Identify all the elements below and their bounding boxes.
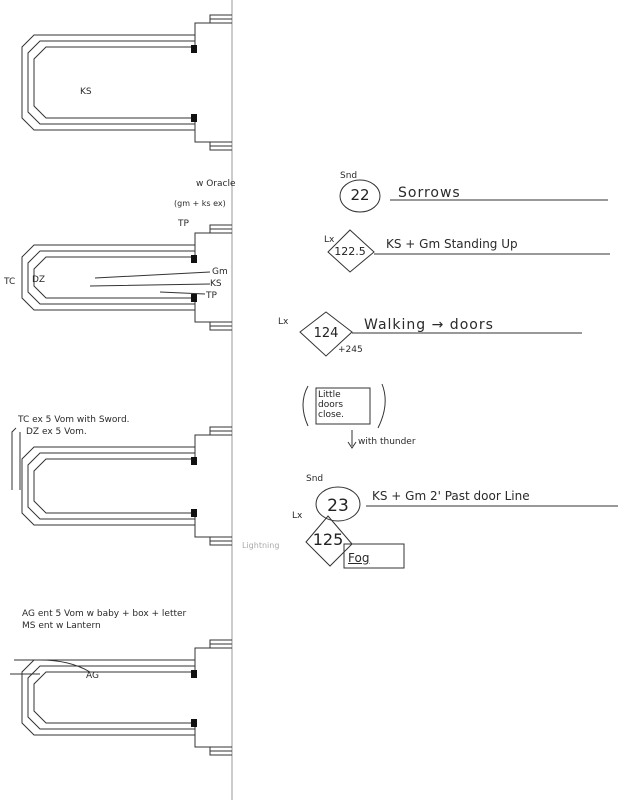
stage-3-outline-1 (21, 446, 195, 526)
diagram2-cue-note: w Oracle (196, 179, 236, 189)
diagram4-note-1: AG ent 5 Vom w baby + box + letter (22, 609, 187, 619)
little-doors-note: Little doors close. (318, 390, 370, 420)
stage-1-top-marker (191, 45, 197, 53)
cue-122-5-description: KS + Gm Standing Up (386, 237, 518, 251)
stage-2-top-steps (194, 224, 232, 255)
stage-1-outline-3 (33, 46, 195, 119)
diagram3-note-1: TC ex 5 Vom with Sword. (18, 415, 130, 425)
cue-22-circle (339, 179, 381, 213)
diagram2-movement-arrows (89, 271, 211, 295)
stage-3-bottom-steps (194, 517, 232, 546)
diagram2-tp-label: TP (206, 291, 217, 301)
stage-4-bottom-marker (191, 719, 197, 727)
diagram2-ks-label: KS (210, 279, 222, 289)
stage-4-bottom-steps (194, 727, 232, 756)
cue-125-box (343, 543, 405, 569)
stage-2-bottom-steps (194, 302, 232, 331)
diagram1-ks-label: KS (80, 87, 92, 97)
cue-23-dept: Snd (306, 474, 324, 484)
stage-4-top-steps (194, 639, 232, 670)
diagram2-tp-top: TP (178, 219, 189, 229)
cue-22-number: 22 (350, 186, 370, 204)
stage-4-outline-1 (21, 659, 195, 736)
stage-4-outline-2 (27, 665, 195, 730)
stage-2-outline-1 (21, 244, 195, 311)
stage-1-top-steps (194, 14, 232, 45)
stage-2-top-marker (191, 255, 197, 263)
cue-122-5-number: 122.5 (334, 245, 366, 258)
cue-23-description: KS + Gm 2' Past door Line (372, 489, 530, 503)
stage-1-outline-2 (27, 40, 195, 125)
little-doors-line1: Little (318, 390, 341, 400)
diagram4-path-arrow (10, 659, 91, 675)
cue-124-sub: +245 (338, 345, 363, 355)
cue-23-circle (315, 486, 361, 522)
stage-2-outline-2 (27, 250, 195, 305)
cue-125-diamond (305, 515, 353, 567)
cue-124-diamond (299, 311, 353, 357)
stage-1-outline-1 (21, 34, 195, 131)
cue-22-description: Sorrows (398, 185, 461, 201)
stage-3-outline-2 (27, 452, 195, 520)
cue-124-dept: Lx (278, 317, 289, 327)
cue-124-description: Walking → doors (364, 317, 494, 333)
diagram2-tc-label: TC (4, 277, 16, 287)
little-doors-brackets (302, 383, 386, 429)
stage-4-top-marker (191, 670, 197, 678)
stage-2-outline-3 (33, 256, 195, 299)
diagram4-note-2: MS ent w Lantern (22, 621, 101, 631)
cue-125-description: Fog (348, 551, 370, 565)
stage-3-top-steps (194, 426, 232, 457)
stage-1-bottom-steps (194, 122, 232, 151)
stage-3-bottom-marker (191, 509, 197, 517)
diagram3-note-2: DZ ex 5 Vom. (26, 427, 87, 437)
diagram3-entrance-arrows (11, 427, 21, 490)
diagram4-ag-label: AG (86, 671, 99, 681)
cue-125-dept: Lx (292, 511, 303, 521)
cue-125-number: 125 (312, 530, 344, 549)
diagram2-dz-label: DZ (32, 275, 46, 285)
diagram2-gm-label: Gm (212, 267, 228, 277)
thunder-note: with thunder (358, 437, 416, 447)
little-doors-box (315, 387, 371, 425)
cue-122-5-dept: Lx (324, 235, 335, 245)
cue-124-number: 124 (313, 326, 339, 341)
stage-3-top-marker (191, 457, 197, 465)
thunder-arrow (347, 430, 357, 449)
little-doors-line3: close. (318, 410, 345, 420)
diagram2-group-note: (gm + ks ex) (174, 199, 226, 208)
stage-3-outline-3 (33, 458, 195, 514)
cue-122-5-diamond (327, 229, 375, 273)
stage-4-outline-3 (33, 671, 195, 724)
cue-23-number: 23 (327, 496, 349, 516)
cue-22-dept: Snd (340, 171, 358, 181)
little-doors-line2: doors (318, 400, 344, 410)
stage-2-bottom-marker (191, 294, 197, 302)
stage-1-bottom-marker (191, 114, 197, 122)
lightning-note: Lightning (242, 541, 280, 550)
